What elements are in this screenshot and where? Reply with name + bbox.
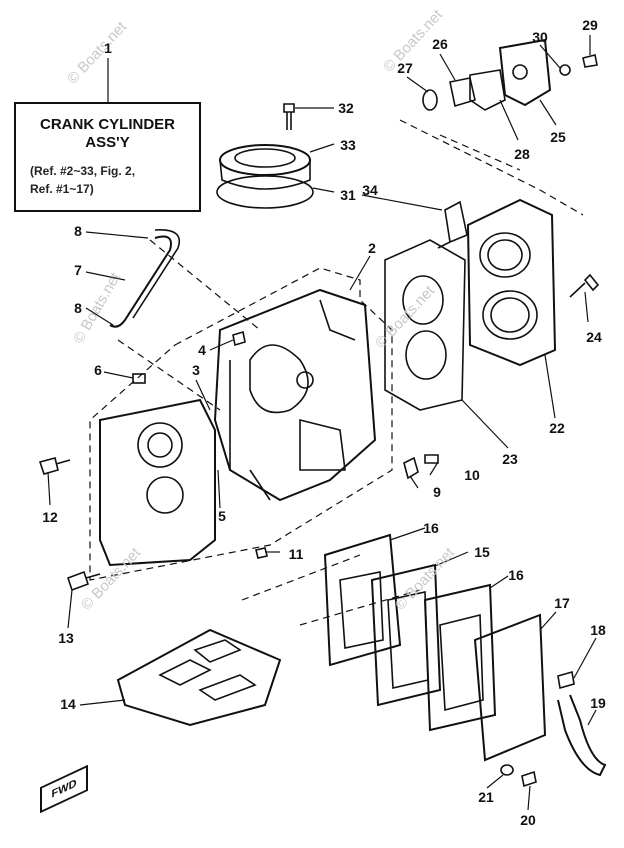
gasket-16a: [323, 533, 402, 667]
bolt-20: [521, 770, 537, 788]
callout-8-upper: 8: [74, 223, 82, 239]
gasket-15: [370, 563, 442, 707]
head-gasket: [384, 239, 466, 411]
assembly-line-hose: [117, 239, 261, 411]
exhaust-cover-17: [473, 613, 547, 762]
callout-16-left: 16: [423, 520, 439, 536]
cylinder-cover: [466, 198, 557, 367]
callout-16-right: 16: [508, 567, 524, 583]
callout-29: 29: [582, 17, 598, 33]
dowel-6: [132, 373, 146, 384]
title-line-2: ASS'Y: [85, 134, 130, 151]
bolt-32: [283, 103, 295, 130]
callout-21: 21: [478, 789, 494, 805]
bolt-24: [569, 273, 600, 298]
callout-26: 26: [432, 36, 448, 52]
pin-11: [255, 547, 268, 559]
bolt-12: [38, 457, 71, 475]
callout-30: 30: [532, 29, 548, 45]
bolt-13: [66, 570, 101, 592]
washer-21: [500, 764, 514, 776]
seal-ring: [216, 175, 314, 209]
gasket-16b: [423, 583, 497, 732]
callout-12: 12: [42, 509, 58, 525]
callout-28: 28: [514, 146, 530, 162]
callout-34: 34: [362, 182, 378, 198]
spark-plug: [437, 200, 468, 249]
assembly-lines-right: [399, 119, 584, 216]
crankcase-body: [99, 288, 377, 567]
callout-8-lower: 8: [74, 300, 82, 316]
callout-11: 11: [288, 546, 304, 562]
callout-20: 20: [520, 812, 536, 828]
reference-line-1: (Ref. #2~33, Fig. 2,: [30, 164, 136, 178]
gasket-14: [116, 628, 282, 727]
pin-9-10: [403, 454, 439, 480]
callout-4: 4: [198, 342, 206, 358]
callout-15: 15: [474, 544, 490, 560]
fitting-18: [557, 670, 575, 690]
assembly-lines-bottom: [241, 554, 421, 626]
callout-31: 31: [340, 187, 356, 203]
callout-3: 3: [192, 362, 200, 378]
callout-18: 18: [590, 622, 606, 638]
callout-24: 24: [586, 329, 602, 345]
callout-5: 5: [218, 508, 226, 524]
callout-25: 25: [550, 129, 566, 145]
thermostat-parts: [422, 38, 598, 111]
callout-14: 14: [60, 696, 76, 712]
title-line-1: CRANK CYLINDER: [40, 116, 175, 133]
callout-22: 22: [549, 420, 565, 436]
callout-17: 17: [554, 595, 570, 611]
title-box: CRANK CYLINDER ASS'Y (Ref. #2~33, Fig. 2…: [14, 102, 201, 212]
reference-line-2: Ref. #1~17): [30, 182, 94, 196]
callout-9: 9: [433, 484, 441, 500]
assembly-outline: [89, 267, 393, 581]
callout-19: 19: [590, 695, 606, 711]
callout-10: 10: [464, 467, 480, 483]
callout-2: 2: [368, 240, 376, 256]
hose-19: [557, 694, 607, 777]
cap-inner: [234, 148, 296, 168]
callout-33: 33: [340, 137, 356, 153]
bolt-4: [232, 330, 246, 347]
callout-32: 32: [338, 100, 354, 116]
callout-6: 6: [94, 362, 102, 378]
callout-13: 13: [58, 630, 74, 646]
callout-27: 27: [397, 60, 413, 76]
callout-23: 23: [502, 451, 518, 467]
callout-1: 1: [104, 40, 112, 56]
hose-left: [109, 235, 172, 328]
callout-7: 7: [74, 262, 82, 278]
